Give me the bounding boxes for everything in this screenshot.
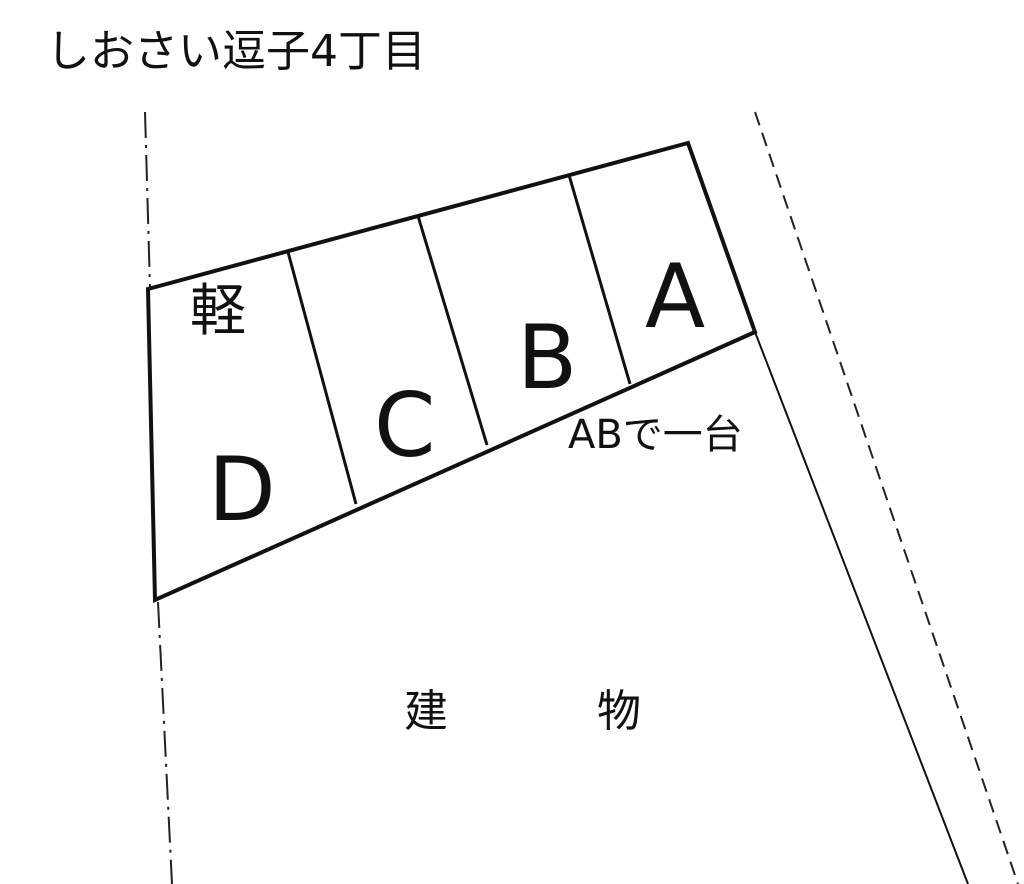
space-label-a: A [645, 245, 706, 348]
space-label-d: D [208, 438, 276, 541]
left-boundary-line-lower [157, 601, 173, 884]
road-edge-line [754, 331, 969, 884]
space-label-b: B [517, 306, 578, 409]
parking-lot-outline [145, 140, 758, 604]
right-boundary-dashed-line [754, 111, 1019, 884]
space-divider-c-b [416, 215, 489, 446]
building-label-char2: 物 [597, 686, 641, 737]
left-boundary-line [144, 111, 151, 289]
space-label-c: C [374, 374, 436, 477]
ab-one-car-note: ABで一台 [568, 412, 743, 458]
space-divider-b-a [567, 174, 632, 385]
site-title: しおさい逗子4丁目 [46, 26, 426, 77]
building-label-char1: 建 [404, 686, 448, 737]
space-divider-d-c [286, 251, 358, 505]
space-label-kei: 軽 [190, 279, 246, 344]
